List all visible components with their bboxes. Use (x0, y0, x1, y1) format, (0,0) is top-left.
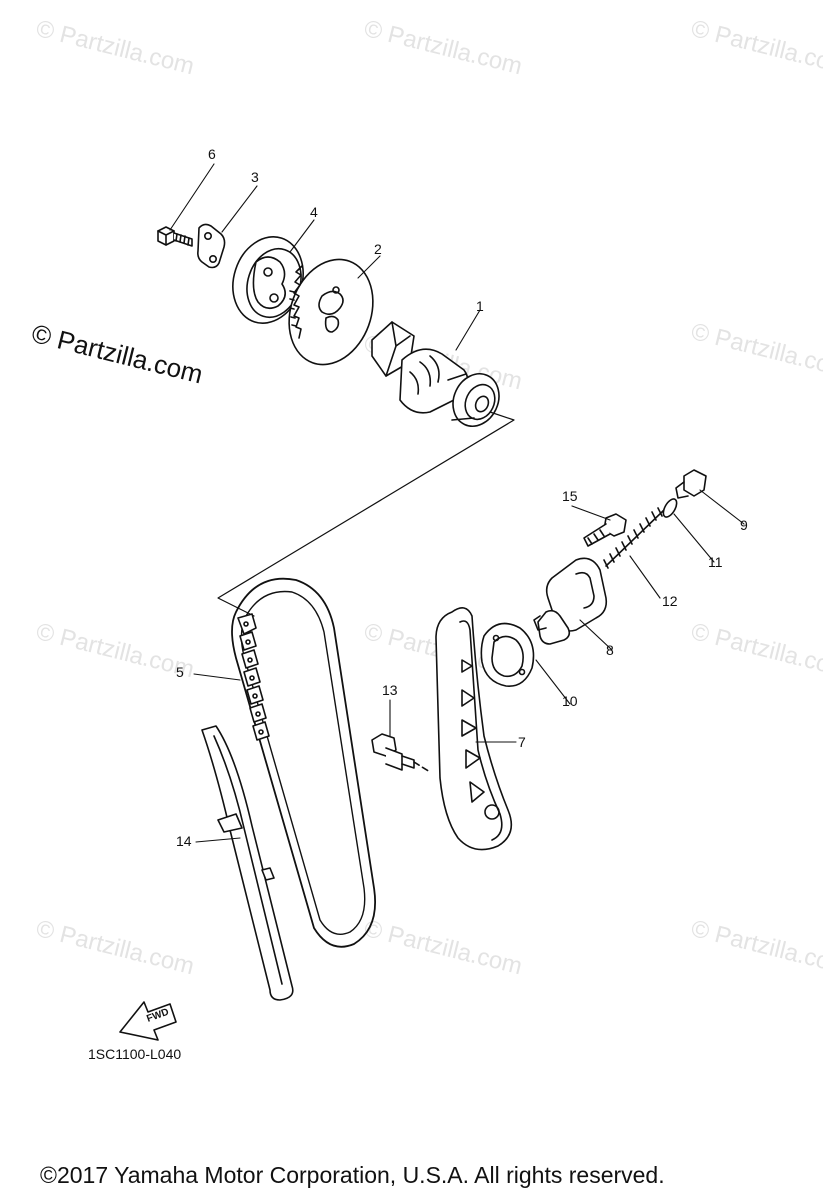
callout-2: 2 (374, 241, 382, 257)
callout-13: 13 (382, 682, 398, 698)
callout-12: 12 (662, 593, 678, 609)
callout-1: 1 (476, 298, 484, 314)
part-11-washer (662, 498, 678, 518)
fwd-arrow-icon (119, 1001, 177, 1041)
callout-4: 4 (310, 204, 318, 220)
part-15-bolt (583, 513, 627, 547)
part-5-timing-chain (231, 577, 376, 948)
callout-5: 5 (176, 664, 184, 680)
part-8-tensioner (533, 557, 608, 645)
part-10-gasket (480, 622, 535, 687)
diagram-code: 1SC1100-L040 (88, 1046, 182, 1062)
callout-14: 14 (176, 833, 192, 849)
callout-9: 9 (740, 517, 748, 533)
part-9-cap-bolt (675, 469, 707, 499)
part-3-plate (197, 223, 226, 269)
callout-10: 10 (562, 693, 578, 709)
part-2-cam-sprocket (288, 258, 374, 366)
callout-8: 8 (606, 642, 614, 658)
part-14-chain-guide (201, 725, 294, 1001)
part-12-spring (603, 507, 665, 569)
callout-6: 6 (208, 146, 216, 162)
callout-leaders (169, 163, 745, 843)
part-1-camshaft (371, 321, 500, 427)
callout-11: 11 (708, 554, 723, 570)
part-4-decomp-plate (232, 236, 304, 324)
part-13-bolt (371, 733, 431, 773)
callout-3: 3 (251, 169, 259, 185)
part-6-bolt (157, 226, 193, 247)
callout-15: 15 (562, 488, 578, 504)
part-7-tensioner-guide (435, 607, 513, 851)
copyright-notice: ©2017 Yamaha Motor Corporation, U.S.A. A… (40, 1162, 665, 1188)
callout-7: 7 (518, 734, 526, 750)
